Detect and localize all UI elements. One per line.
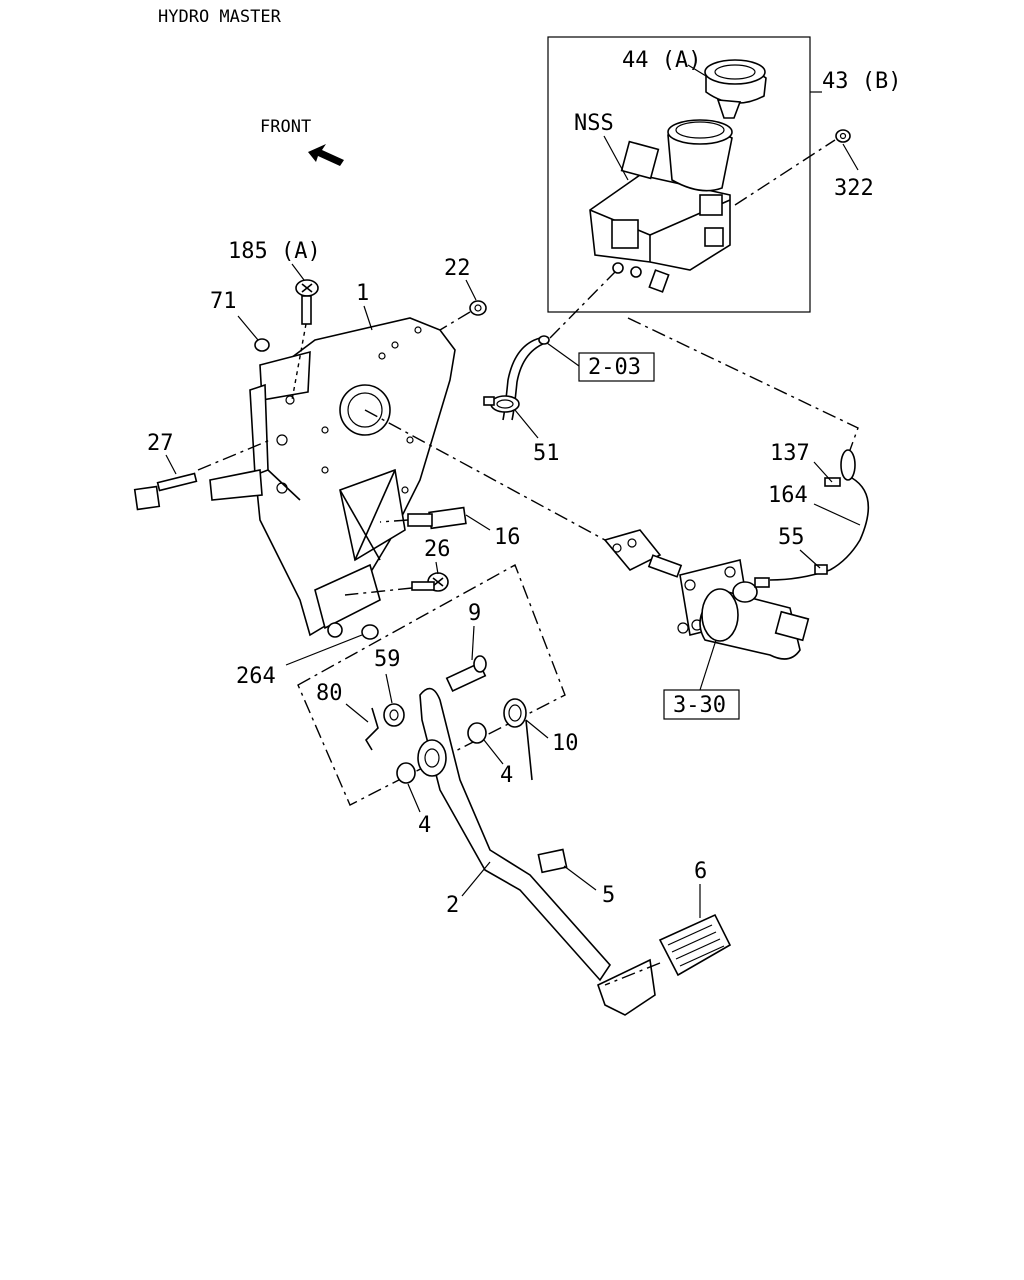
nut-322: [835, 129, 851, 143]
label-43b: 43 (B): [822, 69, 901, 94]
ref-label-2-03: 2-03: [588, 355, 641, 380]
label-71: 71: [210, 289, 237, 314]
bushing-4-lower: [396, 762, 416, 784]
label-51: 51: [533, 441, 560, 466]
washer-59: [383, 703, 405, 727]
label-1: 1: [356, 281, 369, 306]
nut-264: [361, 624, 379, 640]
pedal-bracket: [209, 317, 456, 638]
bolt-27: [133, 472, 198, 511]
reservoir-tank: [589, 119, 733, 293]
clutch-pipe: [769, 449, 870, 581]
pedal-pad: [658, 913, 732, 977]
label-264: 264: [236, 664, 276, 689]
ref-label-3-30: 3-30: [673, 693, 726, 718]
washer-71: [254, 338, 270, 352]
label-185a: 185 (A): [228, 239, 321, 264]
label-6: 6: [694, 859, 707, 884]
label-4-upper: 4: [500, 763, 513, 788]
diagram-title: HYDRO MASTER: [158, 7, 282, 27]
label-322: 322: [834, 176, 874, 201]
label-137: 137: [770, 441, 810, 466]
label-80: 80: [316, 681, 343, 706]
front-arrow-icon: [308, 144, 344, 166]
front-label: FRONT: [260, 117, 311, 137]
label-59: 59: [374, 647, 401, 672]
label-4-lower: 4: [418, 813, 431, 838]
ref-box-2-03: [578, 352, 655, 382]
hose-51: [483, 335, 550, 421]
label-55: 55: [778, 525, 805, 550]
clip-80: [364, 707, 379, 751]
pedal-pin: [445, 655, 487, 693]
nut-22: [469, 300, 487, 316]
master-cylinder: [603, 529, 810, 660]
label-164: 164: [768, 483, 808, 508]
bolt-185a: [295, 279, 319, 325]
return-spring: [503, 698, 533, 781]
bolt-26: [411, 572, 449, 592]
label-27: 27: [147, 431, 174, 456]
label-nss: NSS: [574, 111, 614, 136]
label-10: 10: [552, 731, 579, 756]
label-16: 16: [494, 525, 521, 550]
label-26: 26: [424, 537, 451, 562]
ref-box-3-30: [663, 689, 740, 720]
label-9: 9: [468, 601, 481, 626]
label-22: 22: [444, 256, 471, 281]
label-44a: 44 (A): [622, 48, 701, 73]
pedal-switch: [407, 506, 467, 530]
clutch-pedal-arm: [417, 687, 656, 1016]
reservoir-cap: [704, 59, 767, 119]
label-2: 2: [446, 893, 459, 918]
label-5: 5: [602, 883, 615, 908]
pedal-group-box: [297, 563, 566, 806]
reservoir-group-box: [547, 36, 811, 313]
bushing-4-upper: [467, 722, 487, 744]
